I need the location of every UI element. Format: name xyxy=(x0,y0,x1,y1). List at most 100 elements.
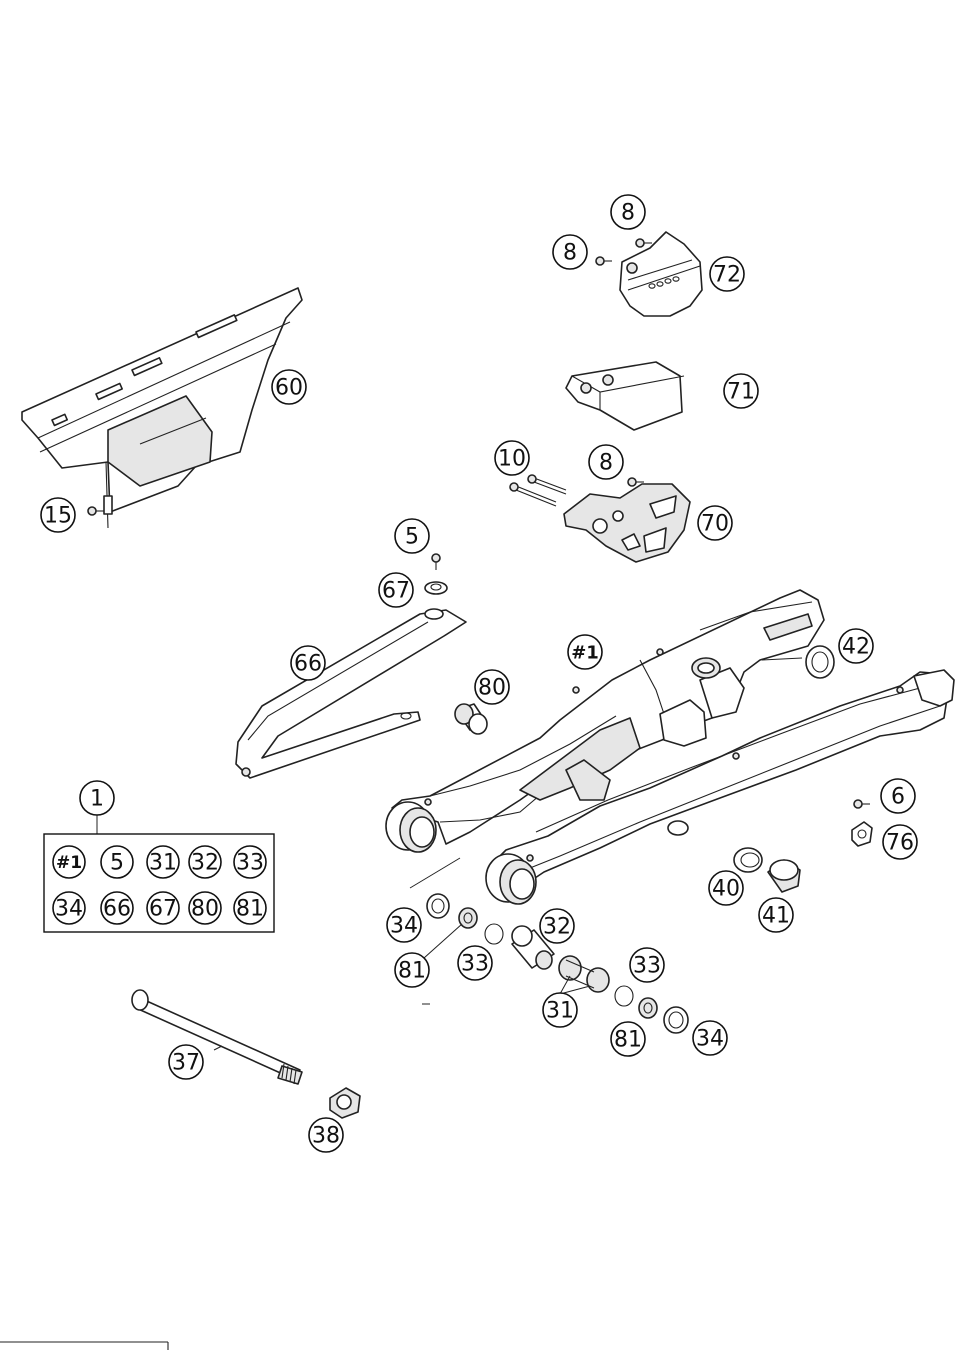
callout-c6: 6 xyxy=(880,778,916,814)
callout-c34b: 34 xyxy=(692,1020,728,1056)
callout-c66: 66 xyxy=(290,645,326,681)
screw-15-part xyxy=(87,506,104,516)
callout-c71: 71 xyxy=(723,373,759,409)
callout-c34b-label: 34 xyxy=(696,1027,724,1052)
callout-c31: 31 xyxy=(542,992,578,1028)
callout-c5: 5 xyxy=(394,518,430,554)
callout-c34a-label: 34 xyxy=(390,914,418,939)
kit-row1-item: 33 xyxy=(233,845,267,879)
callout-c32-label: 32 xyxy=(543,915,571,940)
screw-5-part xyxy=(431,553,441,570)
callout-c38: 38 xyxy=(308,1117,344,1153)
callout-c41: 41 xyxy=(758,897,794,933)
callout-c10-label: 10 xyxy=(498,447,526,472)
callout-c66-label: 66 xyxy=(294,652,322,677)
callout-c80: 80 xyxy=(474,669,510,705)
callout-c42-label: 42 xyxy=(842,635,870,660)
callout-c33a: 33 xyxy=(457,945,493,981)
washer-33b-part xyxy=(614,985,634,1007)
callout-c15-label: 15 xyxy=(44,504,72,529)
callout-c72: 72 xyxy=(709,256,745,292)
callout-c72-label: 72 xyxy=(713,263,741,288)
callout-c31-label: 31 xyxy=(546,999,574,1024)
kit-row1-item-label: #1 xyxy=(56,853,82,873)
callout-c8b-label: 8 xyxy=(563,241,577,266)
screw-8-upper-part xyxy=(595,238,652,266)
chain-guide-block-part xyxy=(565,361,685,431)
washer-67-part xyxy=(424,581,448,595)
callout-c38-label: 38 xyxy=(312,1124,340,1149)
callout-c81a: 81 xyxy=(394,952,430,988)
chain-guide-cover-part xyxy=(619,231,703,317)
screw-6-part xyxy=(853,799,870,809)
callout-c8c: 8 xyxy=(588,444,624,480)
sleeve-40-part xyxy=(733,847,763,873)
kit-row2-item: 80 xyxy=(188,891,222,925)
washer-33a-part xyxy=(484,923,504,945)
callout-c37: 37 xyxy=(168,1044,204,1080)
bushing-80-part xyxy=(454,703,488,735)
kit-row1-item: #1 xyxy=(52,845,86,879)
callout-c81b-label: 81 xyxy=(614,1028,642,1053)
swingarm-part xyxy=(385,589,955,905)
bearing-31-part xyxy=(558,955,610,993)
kit-row1-item-label: 32 xyxy=(191,851,219,876)
chain-guide-bracket-part xyxy=(563,483,691,563)
callout-c8a: 8 xyxy=(610,194,646,230)
kit-row1-item: 31 xyxy=(146,845,180,879)
kit-row2-item-label: 80 xyxy=(191,897,219,922)
callout-c70-label: 70 xyxy=(701,512,729,537)
seal-34b-part xyxy=(663,1006,689,1034)
callout-c6-label: 6 xyxy=(891,785,905,810)
callout-c10: 10 xyxy=(494,440,530,476)
kit-row2-item-label: 81 xyxy=(236,897,264,922)
ring-42-part xyxy=(805,645,835,679)
chain-guard-part xyxy=(21,287,303,529)
axle-37-part xyxy=(131,989,303,1085)
cap-41-part xyxy=(767,859,801,893)
screw-8-lower-part xyxy=(627,477,644,487)
callout-c40: 40 xyxy=(708,870,744,906)
callout-c33b-label: 33 xyxy=(633,954,661,979)
callout-c8b: 8 xyxy=(552,234,588,270)
callout-c80-label: 80 xyxy=(478,676,506,701)
callout-c71-label: 71 xyxy=(727,380,755,405)
callout-c76-label: 76 xyxy=(886,831,914,856)
callout-c42: 42 xyxy=(838,628,874,664)
nut-38-part xyxy=(329,1087,361,1119)
seal-34a-part xyxy=(426,893,450,919)
sleeve-32-part xyxy=(511,925,555,970)
callout-c70: 70 xyxy=(697,505,733,541)
kit-row2-item-label: 34 xyxy=(55,897,83,922)
callout-c8c-label: 8 xyxy=(599,451,613,476)
callout-c8a-label: 8 xyxy=(621,201,635,226)
kit-row2-item: 66 xyxy=(100,891,134,925)
kit-row2-item-label: 66 xyxy=(103,897,131,922)
callout-c40-label: 40 xyxy=(712,877,740,902)
kit-box xyxy=(43,815,275,933)
callout-c37-label: 37 xyxy=(172,1051,200,1076)
callout-c76: 76 xyxy=(882,824,918,860)
callout-cH1: #1 xyxy=(567,634,603,670)
callout-c33a-label: 33 xyxy=(461,952,489,977)
clip-76-part xyxy=(851,821,873,847)
callout-c33b: 33 xyxy=(629,947,665,983)
bolt-10-part xyxy=(509,474,567,507)
callout-c60: 60 xyxy=(271,369,307,405)
callout-c67-label: 67 xyxy=(382,579,410,604)
leader-34a xyxy=(409,857,461,889)
kit-row2-item: 34 xyxy=(52,891,86,925)
leaders xyxy=(213,923,591,1051)
kit-row2-item: 81 xyxy=(233,891,267,925)
kit-row2-item-label: 67 xyxy=(149,897,177,922)
chain-slider-part xyxy=(235,608,467,779)
callout-c81a-label: 81 xyxy=(398,959,426,984)
callout-c1-label: 1 xyxy=(90,787,104,812)
kit-row1-item: 5 xyxy=(100,845,134,879)
callout-c67: 67 xyxy=(378,572,414,608)
leader-42 xyxy=(761,657,803,661)
bearing-81a-part xyxy=(458,907,478,929)
callout-c1: 1 xyxy=(79,780,115,816)
kit-row1-item-label: 31 xyxy=(149,851,177,876)
